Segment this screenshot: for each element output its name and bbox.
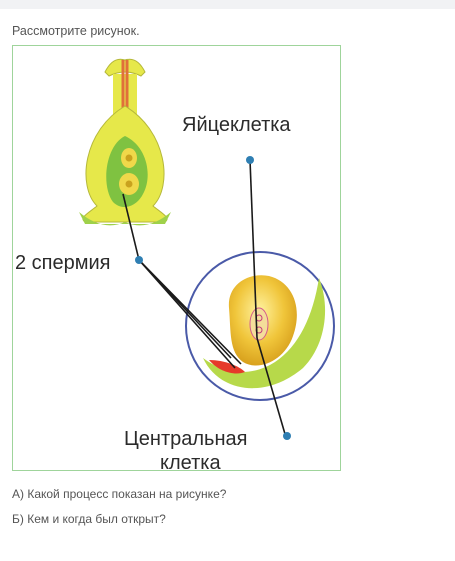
question-a: А) Какой процесс показан на рисунке?	[12, 487, 227, 501]
figure-drawing	[79, 58, 335, 440]
embryo-sac-closeup	[185, 251, 335, 401]
pointer-lines	[122, 159, 286, 435]
prompt-text: Рассмотрите рисунок.	[12, 24, 140, 38]
label-egg-cell: Яйцеклетка	[182, 114, 291, 136]
pistil	[79, 58, 171, 226]
central-cell-pointer-dot	[283, 432, 291, 440]
question-b: Б) Кем и когда был открыт?	[12, 512, 166, 526]
sperm-pointer-dot	[135, 256, 143, 264]
label-central-cell-line2: клетка	[157, 452, 224, 470]
egg-cell-pointer-dot	[246, 156, 254, 164]
double-fertilization-figure: Яйцеклетка 2 спермия Центральная клетка	[12, 45, 341, 471]
label-sperm: 2 спермия	[15, 252, 111, 274]
top-bar	[0, 0, 455, 9]
label-central-cell-line1: Центральная	[121, 428, 251, 450]
